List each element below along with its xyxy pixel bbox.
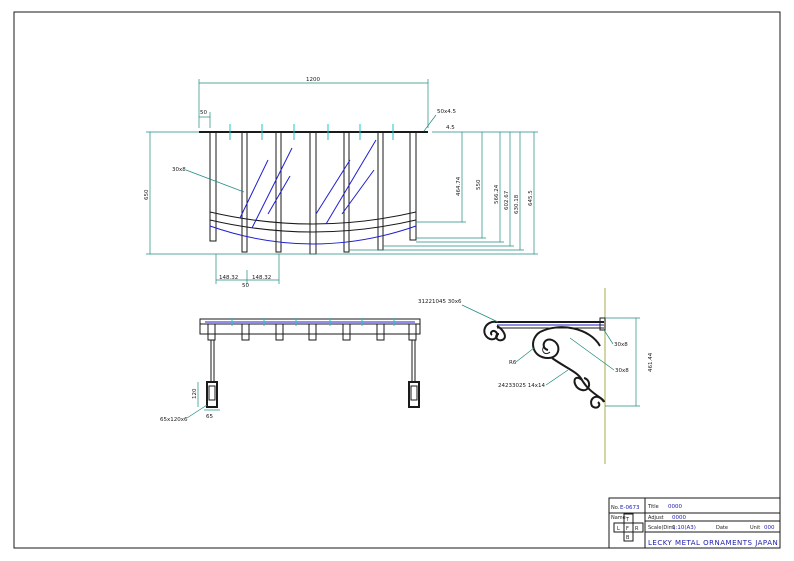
label-section-top: 50x4.5 [437, 109, 457, 115]
label-scroll-section: 24233025 14x14 [498, 383, 545, 389]
dim-height-650: 650 [144, 189, 150, 200]
label-radius: R6 [509, 360, 517, 366]
top-bracket-ticks [229, 124, 394, 140]
dim-height-120: 120 [192, 388, 198, 399]
scroll-bracket [532, 326, 605, 409]
dim-width-1200: 1200 [306, 77, 320, 83]
dim-spacing-1: 148.32 [219, 275, 238, 281]
label-30x8-a: 30x8 [614, 342, 628, 348]
label-end-section: 65x120x6 [160, 417, 188, 423]
side-view: 31221045 30x6 30x8 30x8 R6 24233025 14x1… [418, 288, 654, 464]
dim-spacing-2: 148.32 [252, 275, 271, 281]
tb-unit-label: Unit [750, 525, 760, 531]
dim-v-4: 602.67 [504, 190, 510, 210]
tb-no-label: No. [611, 505, 620, 511]
end-scroll [483, 320, 506, 342]
sheet-border [13, 11, 781, 549]
dim-width-65: 65 [206, 414, 213, 420]
label-post-section: 30x8 [172, 167, 186, 173]
tb-unit-value: 000 [764, 525, 775, 531]
label-top-rail: 31221045 30x6 [418, 299, 462, 305]
grid-r: R [635, 526, 639, 532]
front-view: 1200 50 50x4.5 4.5 [144, 77, 538, 289]
projection-grid: T L F R B [613, 513, 644, 542]
dim-left-50: 50 [200, 110, 207, 116]
dim-v-5: 630.18 [514, 194, 520, 214]
tb-scale-label: Scale(Dim) [648, 525, 676, 531]
bottom-view: 120 65 65x120x6 [160, 318, 421, 423]
grid-t: T [625, 517, 630, 523]
grid-l: L [617, 526, 620, 532]
tb-title-value: 0000 [668, 504, 682, 510]
grid-f: F [626, 526, 629, 532]
grid-b: B [626, 535, 630, 541]
dim-side-height: 461.44 [648, 352, 654, 372]
dim-v-1: 464.74 [456, 176, 462, 196]
bottom-ticks [231, 318, 395, 326]
tb-adjust-value: 0000 [672, 515, 686, 521]
bottom-post-stubs [207, 323, 417, 341]
dim-v-6: 645.5 [528, 190, 534, 206]
dim-v-3: 566.24 [494, 184, 500, 204]
tb-no-value: E-0673 [620, 505, 640, 511]
right-vertical-dims: 464.74 550 566.24 602.67 630.18 645.5 [316, 131, 538, 255]
tb-adjust-label: Adjust [648, 515, 664, 521]
label-30x8-b: 30x8 [615, 368, 629, 374]
dim-thickness: 4.5 [446, 125, 455, 131]
posts [209, 131, 417, 255]
glass-reflections [239, 139, 377, 229]
tb-company: LECKY METAL ORNAMENTS JAPAN [648, 539, 778, 547]
dim-v-2: 550 [476, 179, 482, 190]
tb-scale-value: 1:10(A3) [672, 525, 696, 531]
tb-name-label: Name [611, 515, 626, 521]
tb-title-label: Title [647, 504, 659, 510]
title-block: No. E-0673 Title 0000 Name Adjust 0000 S… [608, 497, 781, 549]
tb-date-label: Date [716, 525, 728, 531]
dim-center-50: 50 [242, 283, 249, 289]
